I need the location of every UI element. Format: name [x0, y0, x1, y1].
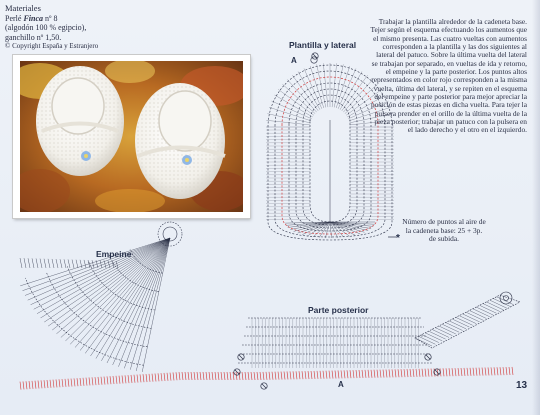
diagram-markers [233, 52, 441, 390]
materials-yarn-detail: (algodón 100 % egipcio), [5, 23, 87, 33]
booties-photo-frame [13, 55, 250, 218]
instep-diagram [19, 221, 183, 372]
materials-hook: ganchillo nº 1,50. [5, 32, 62, 42]
page-edge-shadow [532, 0, 540, 415]
yarn-suffix: nº 8 [43, 13, 58, 23]
instructions-text: Trabajar la plantilla alrededor de la ca… [370, 17, 527, 135]
sole-label: Plantilla y lateral [289, 40, 357, 50]
strap-diagram [414, 291, 521, 349]
instep-label: Empeine [96, 249, 132, 259]
back-diagram [238, 317, 432, 368]
yarn-prefix: Perlé [5, 13, 24, 23]
materials-yarn: Perlé Finca nº 8 [5, 14, 205, 24]
marker-a-bottom: A [338, 380, 344, 389]
back-label: Parte posterior [308, 305, 369, 315]
materials-block: Materiales Perlé Finca nº 8 (algodón 100… [5, 3, 205, 52]
sole-diagram [266, 56, 394, 241]
page-number: 13 [516, 380, 528, 391]
marker-star: * [396, 233, 400, 244]
bottom-row-red-stitches [19, 366, 514, 390]
materials-heading: Materiales [5, 3, 41, 13]
stitch-count-note: Número de puntos al aire de la cadeneta … [402, 217, 486, 244]
copyright-notice: © Copyright España y Estranjero [5, 42, 99, 51]
sole-red-stitches [281, 76, 379, 235]
marker-a-top: A [291, 56, 297, 65]
yarn-brand: Finca [23, 13, 43, 23]
booties-photo [20, 61, 243, 212]
